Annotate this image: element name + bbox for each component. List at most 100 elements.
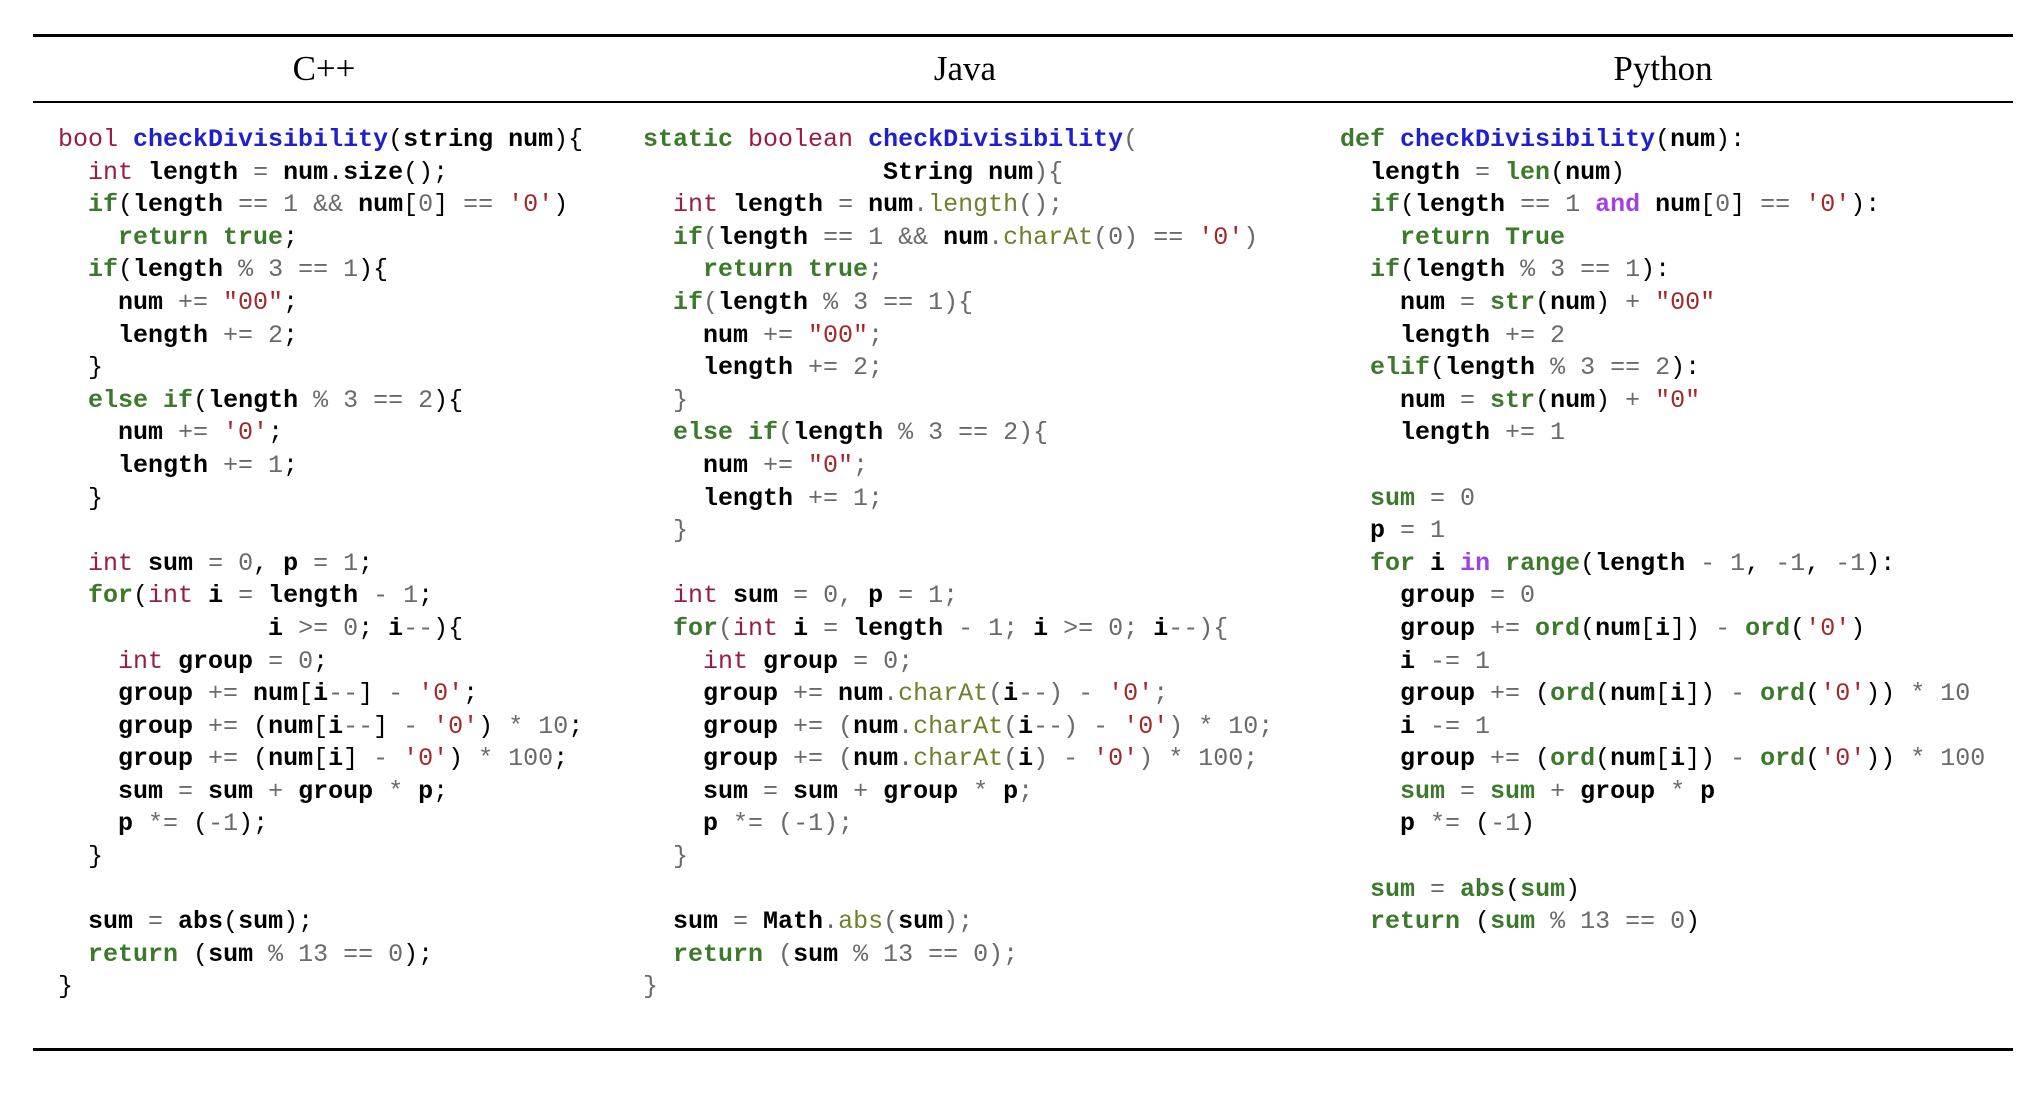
code-token-gpun: ; — [1003, 613, 1034, 643]
code-token-op: -= 1 — [1415, 646, 1491, 676]
code-token-op: = — [1445, 287, 1491, 317]
code-block-java: static boolean checkDivisibility( String… — [643, 124, 1273, 1004]
code-token-ctl: static — [643, 125, 734, 154]
code-token-sp — [643, 386, 673, 415]
code-line: else if(length % 3 == 2){ — [58, 385, 583, 418]
code-token-meth: charAt — [898, 679, 989, 709]
code-token-op: - — [1715, 744, 1761, 774]
code-token-sp — [643, 647, 703, 676]
code-token-sp — [643, 190, 673, 219]
code-token-op: - — [1700, 613, 1746, 643]
code-token-op: += 2 — [208, 320, 284, 350]
code-token-pun: } — [88, 842, 104, 872]
code-line: length += 2; — [58, 320, 583, 353]
code-token-kw: int — [88, 548, 134, 578]
code-line: p *= (-1); — [643, 808, 1273, 841]
code-token-id: group — [703, 744, 779, 774]
code-line: sum = sum + group * p; — [643, 776, 1273, 809]
code-token-gpun: ; — [1243, 744, 1259, 774]
code-token-sp — [1640, 190, 1655, 219]
code-line: for(int i = length - 1; — [58, 580, 583, 613]
code-token-op: = — [718, 907, 764, 937]
code-token-sp — [643, 516, 673, 545]
code-token-op: -1 — [208, 809, 239, 839]
code-token-gpun: ( — [838, 744, 854, 774]
code-token-id: p — [1400, 809, 1416, 839]
code-token-op: -- — [343, 711, 374, 741]
code-token-pun: )) — [1865, 744, 1896, 774]
code-token-ctl: sum — [1400, 776, 1446, 806]
code-token-id: p — [703, 809, 719, 839]
code-token-pun: ); — [403, 939, 434, 969]
code-token-sp — [1340, 744, 1400, 773]
code-token-ctl: if — [88, 255, 119, 285]
code-token-op: % 3 == 2 — [298, 385, 434, 415]
code-token-sp — [58, 288, 118, 317]
code-token-str: "00" — [1655, 287, 1716, 317]
code-token-sp — [118, 125, 133, 154]
code-token-fn: checkDivisibility — [868, 125, 1124, 154]
code-token-ctl: if — [748, 418, 779, 448]
code-token-pun: [ — [1655, 744, 1671, 774]
code-token-pun: ( — [1535, 287, 1551, 317]
code-token-id: i — [268, 613, 284, 643]
code-line: group += (ord(num[i]) - ord('0')) * 10 — [1340, 678, 1985, 711]
code-token-op: += 1 — [793, 483, 869, 513]
code-token-str: '0' — [1108, 679, 1154, 709]
code-line: length += 1; — [58, 450, 583, 483]
code-token-sp — [1340, 777, 1400, 806]
code-token-id: p — [1700, 776, 1716, 806]
code-token-op: = — [133, 907, 179, 937]
code-token-gpun: ) — [1063, 711, 1079, 741]
code-token-id: i — [1003, 679, 1019, 709]
code-token-pun: ]) — [1685, 744, 1716, 774]
code-token-sp — [643, 614, 673, 643]
code-token-op: >= 0 — [283, 613, 359, 643]
code-line: sum = abs(sum) — [1340, 874, 1985, 907]
code-token-id: length — [1415, 255, 1506, 285]
code-token-pun: ; — [568, 711, 584, 741]
code-token-op: += — [1475, 613, 1536, 643]
code-token-op: = — [1460, 157, 1506, 187]
code-token-op: - — [388, 711, 434, 741]
code-token-op: + — [1535, 776, 1581, 806]
code-token-gpun: , — [838, 581, 869, 611]
code-line: } — [58, 971, 583, 1004]
code-token-ctl: sum — [1370, 483, 1416, 513]
code-token-id: i — [1033, 613, 1049, 643]
code-token-str: '0' — [1805, 190, 1851, 220]
code-token-sp — [208, 223, 223, 252]
code-token-id: length — [1400, 320, 1491, 350]
code-token-id: group — [703, 679, 779, 709]
code-token-id: sum — [208, 939, 254, 969]
code-token-pun: } — [88, 483, 104, 513]
code-token-id: group — [298, 776, 374, 806]
code-token-op: 0 — [1715, 190, 1731, 220]
code-line: sum = sum + group * p; — [58, 776, 583, 809]
code-token-id: num — [1550, 385, 1596, 415]
code-token-id: group — [118, 711, 194, 741]
code-token-op: = — [163, 776, 209, 806]
code-token-pun: ( — [1475, 809, 1491, 839]
code-token-ctl: return — [88, 939, 179, 969]
code-token-ctl: for — [673, 613, 719, 643]
code-token-pun: ( — [1430, 353, 1446, 383]
code-token-sp — [643, 451, 703, 480]
code-token-gpun: ; — [853, 450, 869, 480]
code-token-op: += — [778, 679, 839, 709]
code-line: static boolean checkDivisibility( — [643, 124, 1273, 157]
code-line: group += num[i--] - '0'; — [58, 678, 583, 711]
code-token-ctl: return — [1370, 907, 1461, 937]
code-token-kw: int — [148, 581, 194, 611]
code-token-id: length — [718, 287, 809, 317]
code-token-sp — [1340, 255, 1370, 284]
code-token-gpun: ( — [838, 711, 854, 741]
code-token-id: num — [118, 418, 164, 448]
code-token-sp — [1340, 549, 1370, 578]
code-token-id: length — [118, 320, 209, 350]
code-token-sp — [643, 777, 703, 806]
code-token-id: length — [1445, 353, 1536, 383]
code-token-id: i — [793, 613, 809, 643]
code-token-op: % 3 == 1 — [1505, 255, 1641, 285]
code-token-gpun: ) — [1168, 711, 1184, 741]
